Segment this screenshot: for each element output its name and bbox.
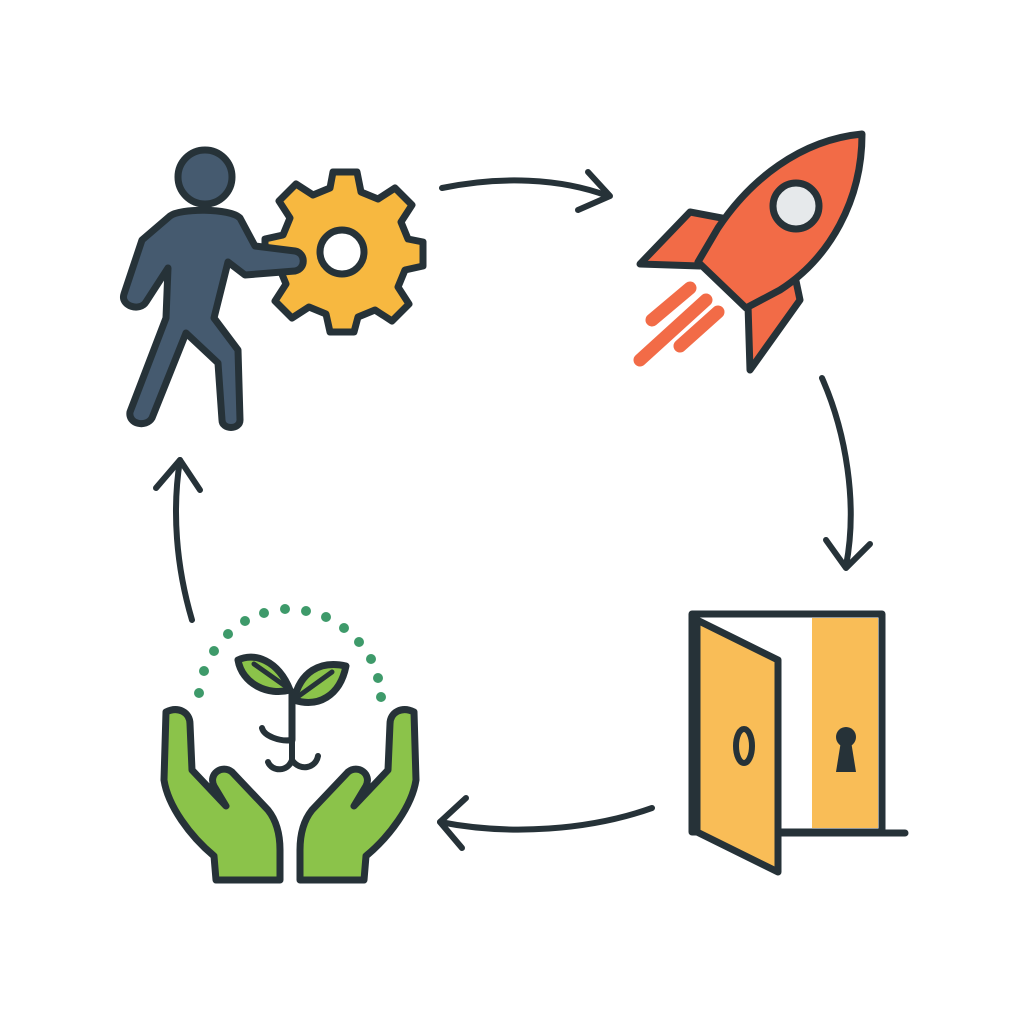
keyhole-icon [836,727,856,772]
arrow-left [153,457,203,623]
hands-sprout-icon [160,604,420,884]
door-handle [733,726,755,766]
arrow-right [819,375,873,571]
door-right-panel [812,618,878,828]
arrow-top [439,169,613,213]
rocket-window [769,179,823,233]
right-hand [296,706,420,884]
person-body [120,206,307,431]
sprout-roots [259,725,321,773]
rocket-flame [633,281,725,367]
open-door-icon [688,610,909,876]
cycle-arrows [153,169,873,851]
left-hand [160,706,284,884]
gear-hole [316,226,368,278]
rocket-icon [633,130,866,374]
arrow-bottom [437,795,655,851]
person-head [174,146,236,208]
person-gear-icon [120,146,427,431]
gear-icon [261,168,427,336]
dotted-arc [194,604,386,702]
